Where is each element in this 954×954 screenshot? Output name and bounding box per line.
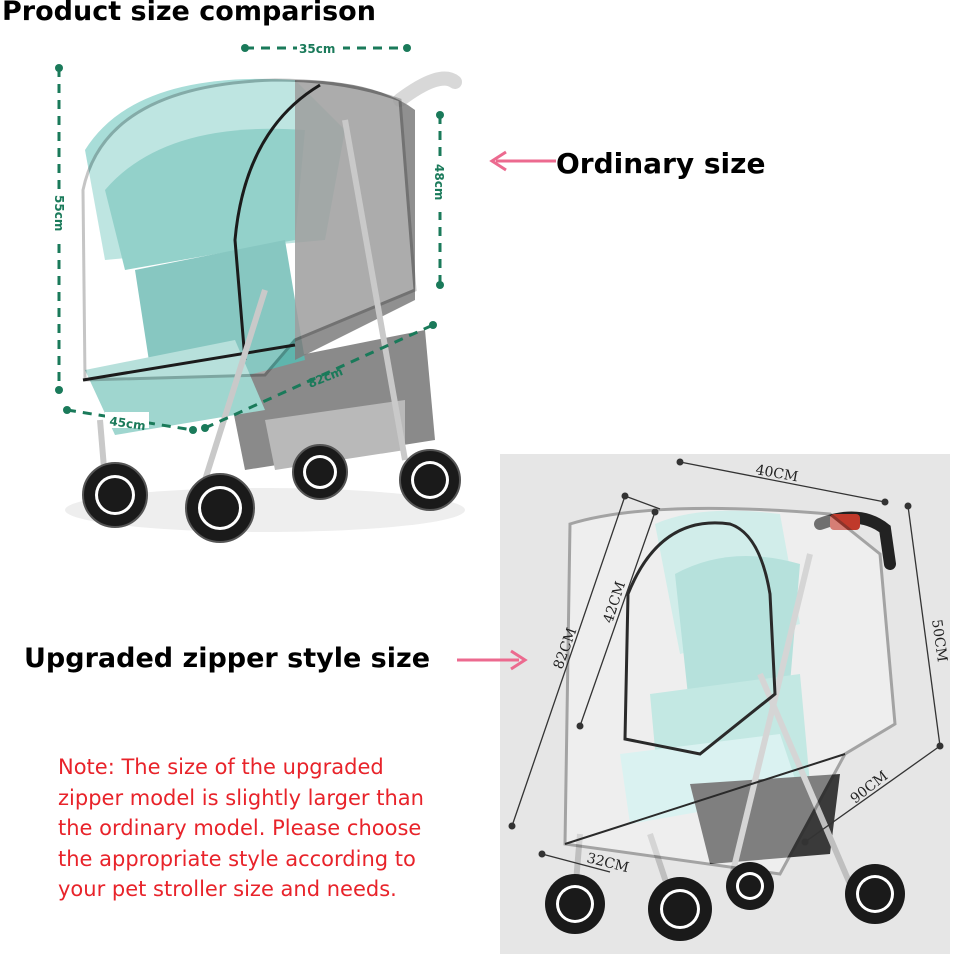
ordinary-bottom-width-label: 45cm: [109, 414, 147, 433]
ordinary-top-width-label: 35cm: [299, 42, 335, 56]
ordinary-size-label: Ordinary size: [556, 147, 766, 180]
upgraded-stroller-photo: 40CM 42CM 82CM 50CM 90CM 32CM: [500, 454, 950, 954]
upgraded-size-label: Upgraded zipper style size: [24, 643, 431, 674]
page-title: Product size comparison: [2, 0, 376, 27]
ordinary-stroller-photo: 35cm 55cm 48cm 82cm 45cm: [45, 40, 473, 548]
upgraded-top-width-label: 40CM: [754, 462, 799, 485]
upgraded-size-arrow: [457, 649, 528, 671]
ordinary-side-height-label: 48cm: [432, 164, 446, 200]
note-line: the ordinary model. Please choose: [58, 816, 422, 840]
note-line: the appropriate style according to: [58, 846, 416, 871]
note-line: Note: The size of the upgraded: [58, 755, 384, 779]
upgraded-bottom-width-label: 32CM: [585, 850, 630, 876]
upgraded-depth-label: 90CM: [848, 768, 892, 807]
upgraded-side-height-label: 50CM: [928, 618, 950, 663]
ordinary-total-height-label: 55cm: [52, 195, 66, 231]
ordinary-size-arrow: [489, 150, 556, 172]
note-line: zipper model is slightly larger than: [58, 785, 424, 810]
size-note: Note: The size of the upgraded zipper mo…: [58, 752, 478, 905]
note-line: your pet stroller size and needs.: [58, 877, 397, 901]
